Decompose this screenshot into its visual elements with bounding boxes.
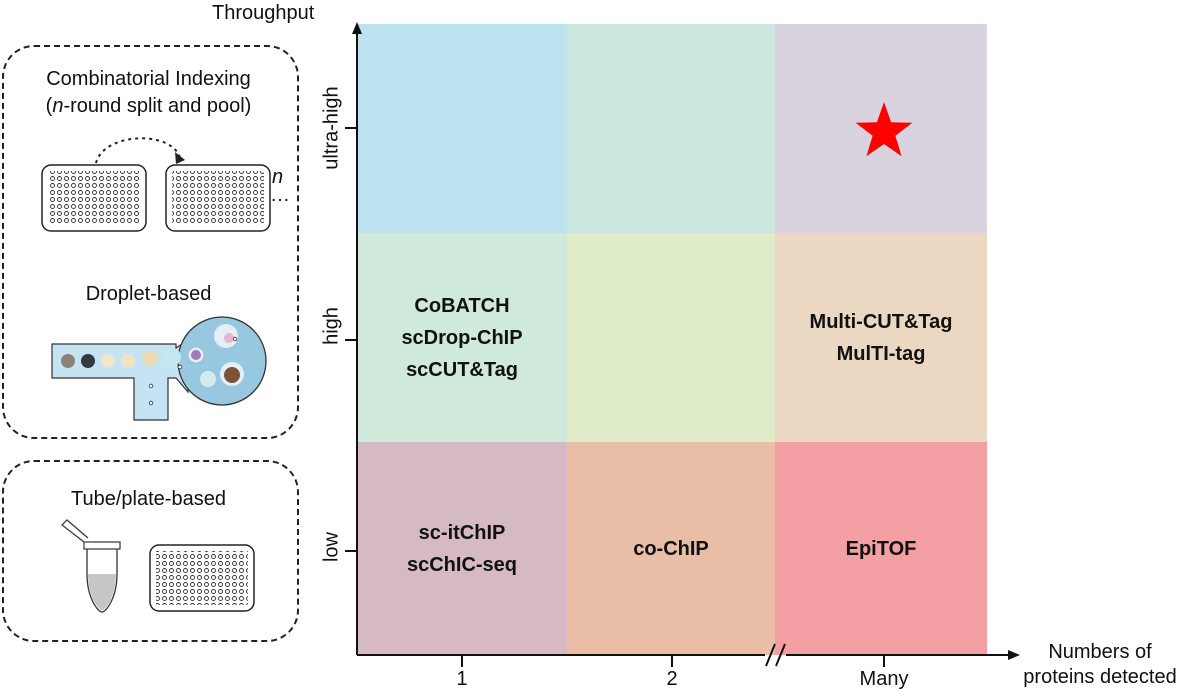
grid-cell-r0-c2 — [775, 24, 987, 233]
subtitle-n: n — [52, 95, 64, 117]
combinatorial-subtitle: (n-round split and pool) — [2, 95, 295, 118]
x-axis-title-line2: proteins detected — [1023, 666, 1177, 688]
cell-labels: co-ChIP — [567, 533, 775, 565]
method-label: co-ChIP — [633, 537, 709, 560]
method-label: scCUT&Tag — [406, 358, 518, 381]
subtitle-rest: -round split and pool) — [63, 95, 252, 117]
tube-icon — [61, 519, 121, 613]
combinatorial-droplet-box — [2, 45, 299, 439]
tube-title: Tube/plate-based — [71, 488, 226, 510]
droplet-title: Droplet-based — [85, 283, 212, 305]
method-label: scChIC-seq — [406, 553, 518, 576]
y-tick-label-low: low — [320, 531, 343, 563]
y-axis-title: Throughput — [212, 2, 315, 24]
cell-labels: sc-itChIP scChIC-seq — [357, 517, 567, 581]
ellipsis-label: … — [270, 184, 290, 206]
grid-cell-r0-c0 — [357, 24, 567, 233]
method-label: CoBATCH — [414, 294, 510, 317]
method-label: scDrop-ChIP — [401, 326, 523, 349]
method-label: Multi-CUT&Tag — [809, 310, 953, 333]
star-icon — [855, 102, 913, 157]
grid-cell-r2-c0: sc-itChIP scChIC-seq — [357, 442, 567, 655]
grid-cell-r1-c1 — [567, 233, 775, 442]
grid-cell-r1-c0: CoBATCH scDrop-ChIP scCUT&Tag — [357, 233, 567, 442]
droplet-device-icon — [51, 316, 267, 421]
split-pool-arrow-icon — [95, 137, 181, 164]
n-label: n — [272, 166, 284, 188]
well-plate-icon-1 — [41, 164, 147, 232]
well-plate-icon-2 — [165, 164, 271, 232]
x-axis-title-line1: Numbers of — [1048, 641, 1152, 663]
combinatorial-title: Combinatorial Indexing — [46, 68, 251, 90]
subtitle-open: ( — [45, 95, 53, 117]
x-tick-many: Many — [859, 668, 909, 690]
well-plate-icon-3 — [149, 544, 255, 612]
grid-cell-r2-c2: EpiTOF — [775, 442, 987, 655]
method-label: sc-itChIP — [418, 521, 506, 544]
cell-labels: CoBATCH scDrop-ChIP scCUT&Tag — [357, 290, 567, 386]
method-label: EpiTOF — [845, 537, 917, 560]
cell-labels: EpiTOF — [775, 533, 987, 565]
grid-cell-r2-c1: co-ChIP — [567, 442, 775, 655]
method-label: MulTI-tag — [836, 342, 926, 365]
x-tick-2: 2 — [666, 668, 678, 690]
y-tick-label-high: high — [320, 307, 343, 345]
tube-plate-box — [2, 460, 299, 642]
x-axis-title: Numbers of proteins detected — [1000, 640, 1200, 690]
grid-cell-r0-c1 — [567, 24, 775, 233]
x-tick-1: 1 — [456, 668, 468, 690]
y-tick-label-ultra-high: ultra-high — [320, 86, 343, 170]
